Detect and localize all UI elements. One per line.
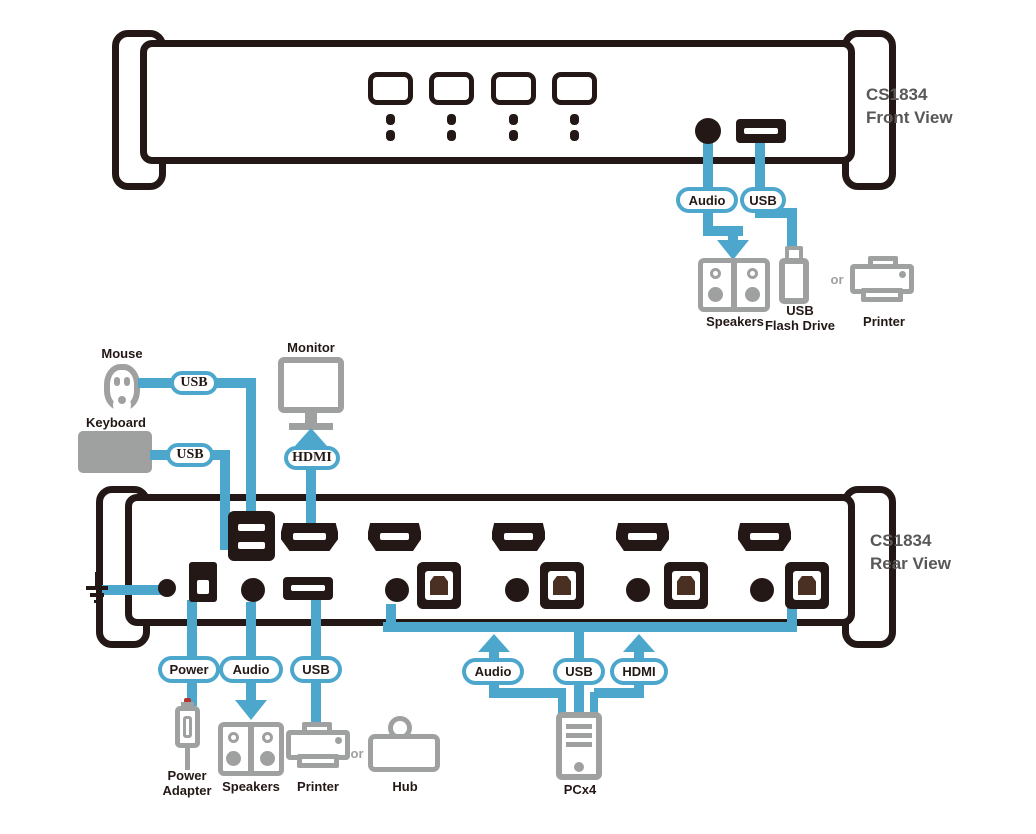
pc-audio-cable-pill: Audio: [462, 658, 524, 685]
front-usb-pill-label: USB: [749, 192, 777, 208]
port-select-button-2: [429, 72, 474, 105]
pc-bus-cable: [383, 622, 797, 632]
pc2-hdmi-port: [492, 523, 545, 551]
front-printer-label: Printer: [863, 314, 905, 329]
pc-bus-left-tap: [386, 604, 396, 626]
port-led: [447, 114, 456, 125]
front-audio-cable: [728, 226, 738, 242]
pc2-usb-b-port: [540, 562, 584, 609]
power-adapter-label-line1: Power: [167, 768, 207, 783]
console-usb-keyboard-mouse-ports: [228, 511, 275, 561]
pc1-audio-jack: [385, 578, 409, 602]
port-select-button-1: [368, 72, 413, 105]
rear-usb-cable-pill: USB: [290, 656, 342, 683]
front-usb-port: [736, 119, 786, 143]
port-led: [386, 130, 395, 141]
pc3-audio-jack: [626, 578, 650, 602]
rear-view-title: CS1834 Rear View: [870, 530, 951, 576]
pc-audio-arrow: [478, 634, 510, 652]
front-or-label: or: [830, 272, 844, 287]
port-led: [570, 130, 579, 141]
ground-cable: [102, 585, 166, 595]
keyboard-usb-cable-pill: USB: [166, 443, 214, 467]
monitor-hdmi-pill-label: HDMI: [292, 450, 332, 465]
pc3-usb-b-port: [664, 562, 708, 609]
pc-audio-cable: [558, 692, 566, 716]
rear-audio-pill-label: Audio: [232, 662, 270, 677]
port-led: [509, 114, 518, 125]
rear-audio-arrow: [235, 700, 267, 720]
rear-audio-cable: [246, 602, 256, 702]
pc3-hdmi-port: [616, 523, 669, 551]
hub-label: Hub: [392, 779, 418, 794]
mouse-label: Mouse: [101, 346, 143, 361]
power-pill-label: Power: [169, 662, 209, 677]
pc-hdmi-arrow: [623, 634, 655, 652]
monitor-hdmi-cable: [306, 444, 316, 526]
port-led: [447, 130, 456, 141]
rear-model-label: CS1834: [870, 531, 932, 550]
pc-usb-pill-label: USB: [565, 664, 593, 679]
front-audio-jack: [695, 118, 721, 144]
front-view-title: CS1834 Front View: [866, 84, 953, 130]
pc-hdmi-cable: [594, 688, 644, 698]
power-cable-pill: Power: [158, 656, 220, 683]
front-usb-cable-pill: USB: [740, 187, 786, 213]
pc4-hdmi-port: [738, 523, 791, 551]
port-led: [509, 130, 518, 141]
pc4-usb-b-port: [785, 562, 829, 609]
pc-usb-cable-pill: USB: [553, 658, 605, 685]
monitor-hdmi-arrow: [295, 428, 327, 446]
front-view-label: Front View: [866, 107, 953, 127]
front-speakers-label: Speakers: [706, 314, 764, 329]
front-audio-cable: [703, 226, 743, 236]
pc1-hdmi-port: [368, 523, 421, 551]
usb-flash-drive-label-line1: USB: [786, 303, 814, 318]
usb-flash-drive-label-line2: Flash Drive: [764, 318, 836, 333]
rear-view-label: Rear View: [870, 553, 951, 573]
rear-speakers-label: Speakers: [222, 779, 280, 794]
pc2-audio-jack: [505, 578, 529, 602]
front-audio-arrow: [717, 240, 749, 260]
pc-label: PCx4: [563, 782, 597, 797]
front-audio-cable-pill: Audio: [676, 187, 738, 213]
front-model-label: CS1834: [866, 85, 928, 104]
power-jack: [189, 562, 217, 602]
rear-audio-cable-pill: Audio: [219, 656, 283, 683]
front-audio-pill-label: Audio: [688, 192, 726, 208]
pc-bus-right-tap: [787, 604, 797, 626]
pc1-usb-b-port: [417, 562, 461, 609]
port-select-button-3: [491, 72, 536, 105]
pc4-audio-jack: [750, 578, 774, 602]
rear-printer-label: Printer: [297, 779, 339, 794]
power-adapter-label-line2: Adapter: [162, 783, 212, 798]
monitor-label: Monitor: [287, 340, 335, 355]
keyboard-usb-pill-label: USB: [176, 447, 204, 462]
port-select-button-4: [552, 72, 597, 105]
pc-hdmi-cable-pill: HDMI: [610, 658, 668, 685]
keyboard-label: Keyboard: [86, 415, 146, 430]
front-usb-cable: [787, 208, 797, 248]
rear-or-label: or: [350, 746, 364, 761]
pc-hdmi-pill-label: HDMI: [622, 664, 656, 679]
keyboard-icon: [78, 431, 152, 473]
mouse-usb-cable: [246, 378, 256, 518]
rear-usb-pill-label: USB: [302, 662, 330, 677]
pc-hdmi-cable: [590, 692, 598, 716]
monitor-hdmi-cable-pill: HDMI: [284, 446, 340, 470]
keyboard-usb-cable: [220, 450, 230, 550]
console-audio-jack: [241, 578, 265, 602]
front-usb-cable: [755, 142, 765, 218]
front-usb-cable: [755, 208, 797, 218]
pc-audio-pill-label: Audio: [474, 664, 512, 679]
port-led: [386, 114, 395, 125]
mouse-usb-pill-label: USB: [180, 375, 208, 390]
mouse-usb-cable-pill: USB: [170, 371, 218, 395]
console-usb-peripheral-port: [283, 577, 333, 600]
port-led: [570, 114, 579, 125]
pc-audio-cable: [489, 688, 566, 698]
ground-terminal: [158, 579, 176, 597]
console-hdmi-port: [281, 523, 338, 551]
power-cable: [187, 600, 197, 706]
